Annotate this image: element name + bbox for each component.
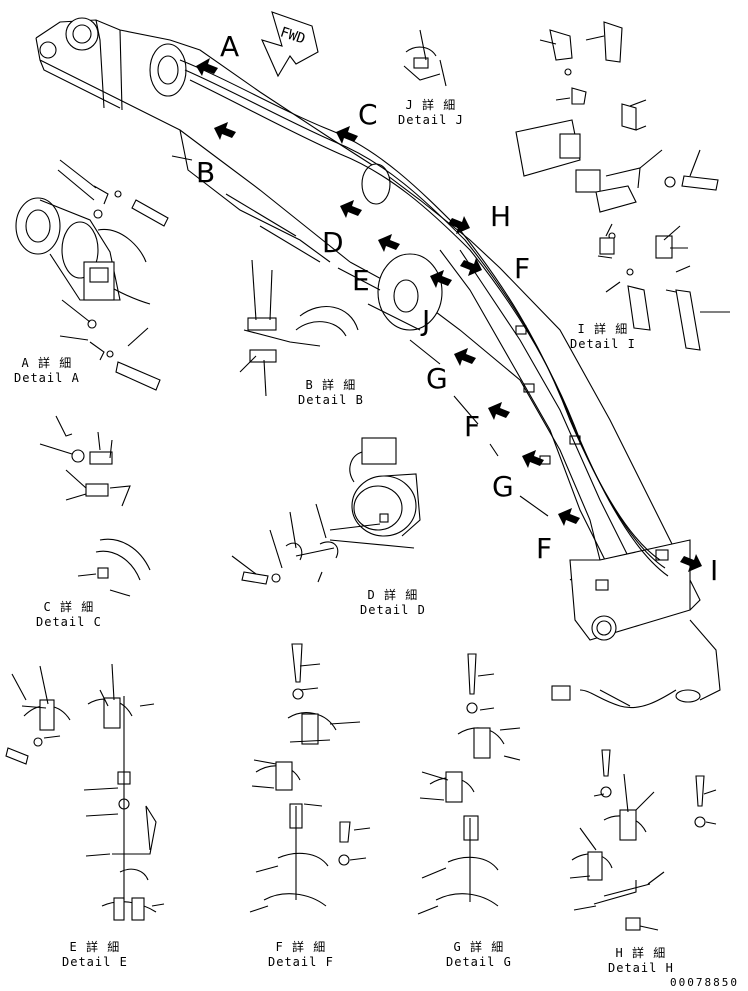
callout-f-3: F <box>536 532 553 565</box>
arrow-icon <box>680 554 702 572</box>
caption-detail-b-en: Detail B <box>298 393 364 407</box>
caption-detail-d: D 詳 細 Detail D <box>360 588 426 618</box>
arrow-icon <box>454 348 476 366</box>
caption-detail-b-jp: B 詳 細 <box>305 378 357 392</box>
caption-detail-d-en: Detail D <box>360 603 426 617</box>
arrow-icon <box>214 122 236 140</box>
arrow-icon <box>522 450 544 468</box>
callout-arrows <box>196 58 702 572</box>
detail-f-drawing <box>249 643 371 913</box>
caption-detail-f-jp: F 詳 細 <box>275 940 327 954</box>
detail-h-drawing <box>569 749 717 931</box>
callout-h: H <box>490 200 512 233</box>
caption-detail-a-jp: A 詳 細 <box>21 356 73 370</box>
callout-g-1: G <box>426 362 448 395</box>
callout-b: B <box>196 156 216 189</box>
callout-f-1: F <box>514 252 531 285</box>
document-number: 00078850 <box>670 976 739 989</box>
arrow-icon <box>430 270 452 288</box>
caption-detail-g: G 詳 細 Detail G <box>446 940 512 970</box>
caption-detail-j: J 詳 細 Detail J <box>398 98 464 128</box>
detail-e-drawing <box>5 663 165 921</box>
caption-detail-j-jp: J 詳 細 <box>405 98 457 112</box>
callout-d: D <box>322 226 344 259</box>
caption-detail-c-en: Detail C <box>36 615 102 629</box>
arrow-icon <box>488 402 510 420</box>
arrow-icon <box>196 58 218 76</box>
caption-detail-h-jp: H 詳 細 <box>615 946 667 960</box>
caption-detail-f: F 詳 細 Detail F <box>268 940 334 970</box>
callout-a: A <box>220 30 240 63</box>
detail-b-drawing <box>239 259 359 397</box>
fwd-arrow-icon <box>261 11 319 78</box>
caption-detail-e: E 詳 細 Detail E <box>62 940 128 970</box>
caption-detail-h-en: Detail H <box>608 961 674 975</box>
arm-structure <box>35 17 721 708</box>
caption-detail-c-jp: C 詳 細 <box>43 600 95 614</box>
arrow-icon <box>378 234 400 252</box>
detail-j-drawing <box>403 29 447 87</box>
callout-i: I <box>710 554 719 587</box>
callout-j: J <box>422 304 431 337</box>
caption-detail-b: B 詳 細 Detail B <box>298 378 364 408</box>
caption-detail-h: H 詳 細 Detail H <box>608 946 674 976</box>
detail-i-drawing <box>515 21 730 351</box>
caption-detail-e-jp: E 詳 細 <box>69 940 121 954</box>
arrow-icon <box>340 200 362 218</box>
detail-d-drawing <box>231 437 421 585</box>
caption-detail-f-en: Detail F <box>268 955 334 969</box>
callout-e: E <box>352 264 370 297</box>
arrow-icon <box>336 126 358 144</box>
caption-detail-g-en: Detail G <box>446 955 512 969</box>
caption-detail-g-jp: G 詳 細 <box>453 940 505 954</box>
caption-detail-a: A 詳 細 Detail A <box>14 356 80 386</box>
caption-detail-c: C 詳 細 Detail C <box>36 600 102 630</box>
callout-c: C <box>358 98 378 131</box>
arrow-icon <box>448 216 470 234</box>
callout-leaders <box>171 155 549 517</box>
caption-detail-e-en: Detail E <box>62 955 128 969</box>
arrow-icon <box>558 508 580 526</box>
caption-detail-i: I 詳 細 Detail I <box>570 322 636 352</box>
arrow-icon <box>460 258 482 276</box>
caption-detail-d-jp: D 詳 細 <box>367 588 419 602</box>
detail-a-drawing <box>15 159 169 391</box>
callout-f-2: F <box>464 410 481 443</box>
caption-detail-i-en: Detail I <box>570 337 636 351</box>
caption-detail-j-en: Detail J <box>398 113 464 127</box>
detail-g-drawing <box>417 653 521 915</box>
caption-detail-a-en: Detail A <box>14 371 80 385</box>
detail-c-drawing <box>39 415 151 597</box>
callout-g-2: G <box>492 470 514 503</box>
caption-detail-i-jp: I 詳 細 <box>577 322 629 336</box>
